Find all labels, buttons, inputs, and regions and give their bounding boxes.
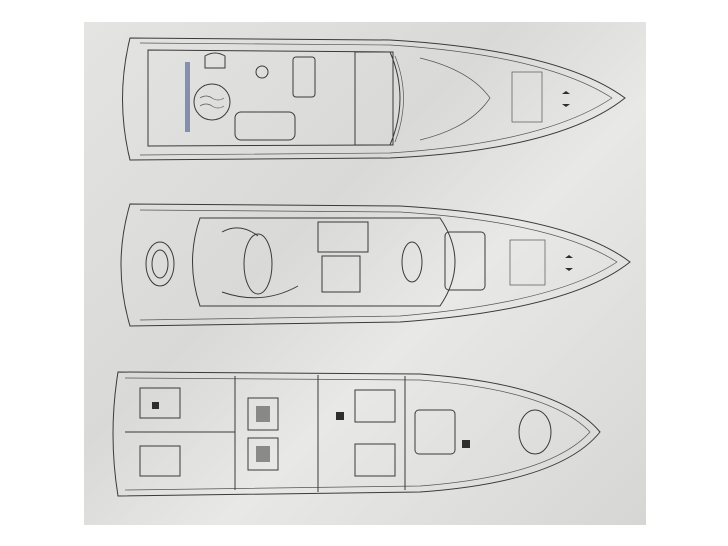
engine-block — [256, 406, 270, 422]
water-icon — [199, 95, 225, 109]
engine-port — [247, 397, 279, 431]
winch-icon — [565, 255, 573, 271]
bar — [292, 56, 316, 98]
staircase — [321, 255, 361, 293]
vip-bed — [518, 409, 552, 455]
foredeck — [509, 239, 546, 286]
sofa — [234, 111, 296, 141]
aft-seating — [145, 241, 175, 287]
stair-icon — [462, 440, 470, 448]
saloon-sofa — [221, 227, 299, 299]
stair-icon — [152, 402, 159, 409]
engine-block — [256, 446, 270, 462]
guest-cabin — [354, 443, 396, 477]
stair-icon — [336, 412, 344, 420]
hull-inner-line — [139, 209, 618, 321]
crane — [185, 62, 190, 132]
stairs — [204, 52, 226, 69]
console-arc — [394, 55, 404, 143]
paper-sheet — [84, 22, 646, 525]
helm-station — [354, 51, 394, 146]
jacuzzi — [193, 83, 231, 121]
deck-lower — [112, 371, 601, 497]
hull-outline — [120, 203, 631, 327]
table — [255, 65, 269, 79]
hull-outline — [112, 371, 601, 497]
windscreen — [419, 57, 491, 141]
aft-table — [151, 249, 169, 279]
deck-main — [120, 203, 631, 327]
master-bed — [414, 409, 456, 455]
hull-inner-line — [139, 42, 613, 156]
deck-flybridge — [122, 37, 626, 161]
winch-icon — [562, 91, 570, 107]
engine-starboard — [247, 437, 279, 471]
crew-cabin — [139, 445, 181, 477]
dining-table — [401, 241, 423, 283]
sunpad — [511, 71, 543, 123]
saloon-floor — [243, 233, 273, 295]
crew-cabin — [139, 387, 181, 419]
hull-outline — [122, 37, 626, 161]
guest-cabin — [354, 389, 396, 423]
superstructure — [192, 217, 456, 307]
hull-inner-line — [124, 377, 591, 491]
galley — [317, 221, 369, 253]
wheelhouse — [444, 231, 486, 291]
